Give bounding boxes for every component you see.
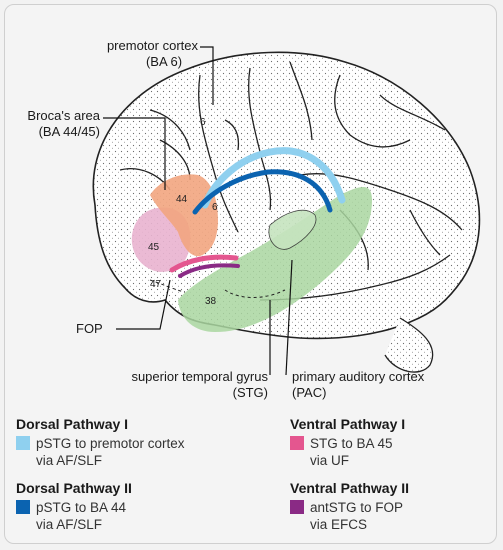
- brain-outline: [92, 51, 481, 340]
- stg-label: superior temporal gyrus (STG): [131, 369, 268, 400]
- area-45-number: 45: [148, 242, 160, 253]
- area-44-number: 44: [176, 194, 188, 205]
- area-6-upper-number: 6: [200, 117, 206, 128]
- purple-swatch: [290, 500, 304, 514]
- legend-dorsal-pathway-1: Dorsal Pathway I pSTG to premotor cortex…: [16, 416, 185, 468]
- ba44-region: [150, 174, 218, 257]
- pink-swatch: [290, 436, 304, 450]
- area-38-number: 38: [205, 296, 217, 307]
- premotor-cortex-label: premotor cortex (BA 6): [106, 38, 198, 69]
- ventral-pathway-2: [178, 263, 240, 278]
- dark-blue-swatch: [16, 500, 30, 514]
- legend-dorsal-1-title: Dorsal Pathway I: [16, 416, 129, 432]
- area-6-lower-number: 6: [212, 202, 218, 213]
- leader-lines: [103, 46, 293, 376]
- legend-dorsal-2-title: Dorsal Pathway II: [16, 480, 132, 496]
- legend-ventral-pathway-1: Ventral Pathway I STG to BA 45 via UF: [290, 416, 406, 468]
- dorsal-pathway-1: [201, 147, 346, 209]
- legend-dorsal-pathway-2: Dorsal Pathway II pSTG to BA 44 via AF/S…: [16, 480, 132, 532]
- ventral-pathway-1: [169, 254, 239, 273]
- legend-ventral-2-title: Ventral Pathway II: [290, 480, 410, 496]
- brocas-area-label: Broca's area (BA 44/45): [27, 108, 100, 139]
- pac-label: primary auditory cortex (PAC): [292, 369, 425, 400]
- cerebellum: [384, 317, 434, 373]
- light-blue-swatch: [16, 436, 30, 450]
- legend-ventral-pathway-2: Ventral Pathway II antSTG to FOP via EFC…: [290, 480, 410, 532]
- fop-label: FOP: [76, 321, 103, 336]
- legend-ventral-1-title: Ventral Pathway I: [290, 416, 406, 432]
- dorsal-pathway-2: [192, 169, 333, 215]
- temporal-green-region: [178, 186, 372, 332]
- pac-region: [268, 209, 317, 250]
- area-47-number: 47: [150, 279, 162, 290]
- brain-diagram: 6 6 44 45 47 38: [92, 46, 481, 376]
